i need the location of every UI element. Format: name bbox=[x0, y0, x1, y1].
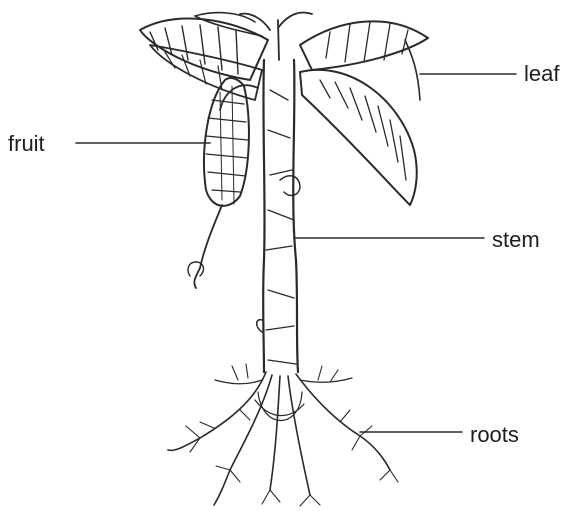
leaf-label: leaf bbox=[524, 63, 559, 85]
fruit-bunch bbox=[188, 78, 258, 288]
stem-label: stem bbox=[492, 229, 540, 251]
root-system bbox=[168, 364, 398, 506]
leaf-cluster bbox=[140, 13, 428, 205]
stem-trunk bbox=[257, 20, 300, 372]
roots-label: roots bbox=[470, 424, 519, 446]
fruit-label: fruit bbox=[8, 133, 45, 155]
